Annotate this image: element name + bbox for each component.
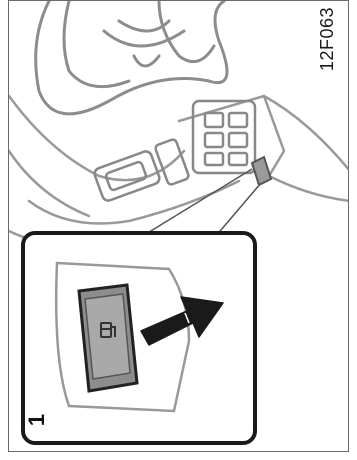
center-console-vents bbox=[93, 139, 190, 203]
steering-wheel bbox=[36, 1, 227, 114]
step-number: 1 bbox=[24, 414, 50, 426]
fuel-door-switch-small bbox=[252, 157, 271, 185]
switch-cluster bbox=[193, 101, 255, 173]
dashboard-illustration bbox=[9, 1, 349, 452]
figure-frame: 12F063 1 bbox=[8, 0, 349, 452]
fuel-door-opener-button bbox=[79, 285, 137, 391]
figure-code: 12F063 bbox=[317, 7, 338, 71]
dashboard-lines bbox=[9, 96, 349, 242]
